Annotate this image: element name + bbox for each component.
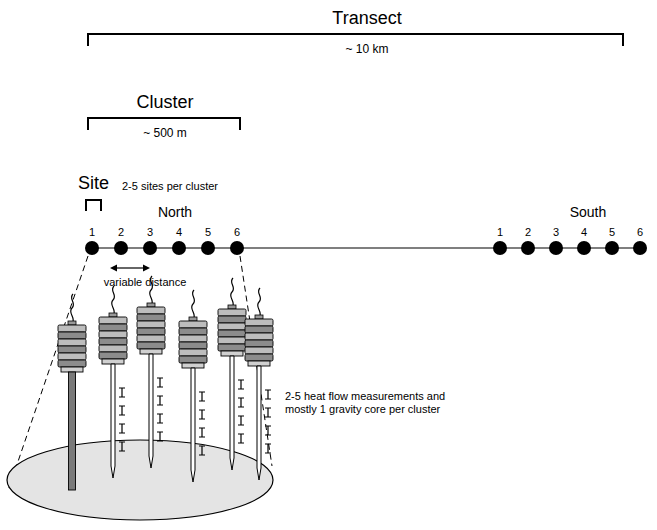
site-number: 6: [637, 226, 643, 239]
distance-arrow: [110, 265, 150, 272]
site-number: 5: [609, 226, 615, 239]
gravity-core: [58, 294, 86, 490]
site-number: 3: [147, 226, 153, 239]
heat-flow-probe: [245, 288, 273, 480]
site-number: 4: [581, 226, 587, 239]
bracket-title: Site: [78, 173, 109, 195]
site-dot: [605, 241, 619, 255]
dimension: ~ 10 km: [345, 42, 388, 56]
site-dot: [549, 241, 563, 255]
note: 2-5 sites per cluster: [122, 180, 218, 193]
site-dot: [493, 241, 507, 255]
site-dot: [521, 241, 535, 255]
site-dot: [143, 241, 157, 255]
dimension: variable distance: [104, 276, 187, 289]
dimension: ~ 500 m: [143, 126, 187, 140]
site-dot: [114, 241, 128, 255]
cluster-name: North: [158, 204, 192, 221]
site-number: 6: [234, 226, 240, 239]
note: 2-5 heat flow measurements and mostly 1 …: [285, 390, 453, 416]
heat-flow-probe: [218, 278, 246, 470]
site-number: 1: [89, 226, 95, 239]
site-number: 4: [176, 226, 182, 239]
bracket-title: Cluster: [136, 92, 193, 114]
site-number: 2: [118, 226, 124, 239]
site-dots: [85, 241, 647, 255]
site-number: 5: [205, 226, 211, 239]
site-dot: [85, 241, 99, 255]
bracket-title: Transect: [332, 8, 401, 30]
site-dot: [172, 241, 186, 255]
site-dot: [577, 241, 591, 255]
site-bracket: [86, 200, 101, 211]
heat-flow-probe: [179, 290, 207, 482]
site-dot: [201, 241, 215, 255]
site-number: 3: [553, 226, 559, 239]
site-dot: [230, 241, 244, 255]
heat-flow-probe: [137, 276, 165, 468]
site-number: 1: [497, 226, 503, 239]
site-number: 2: [525, 226, 531, 239]
heat-flow-probe: [99, 286, 127, 478]
site-dot: [633, 241, 647, 255]
cluster-name: South: [570, 204, 607, 221]
